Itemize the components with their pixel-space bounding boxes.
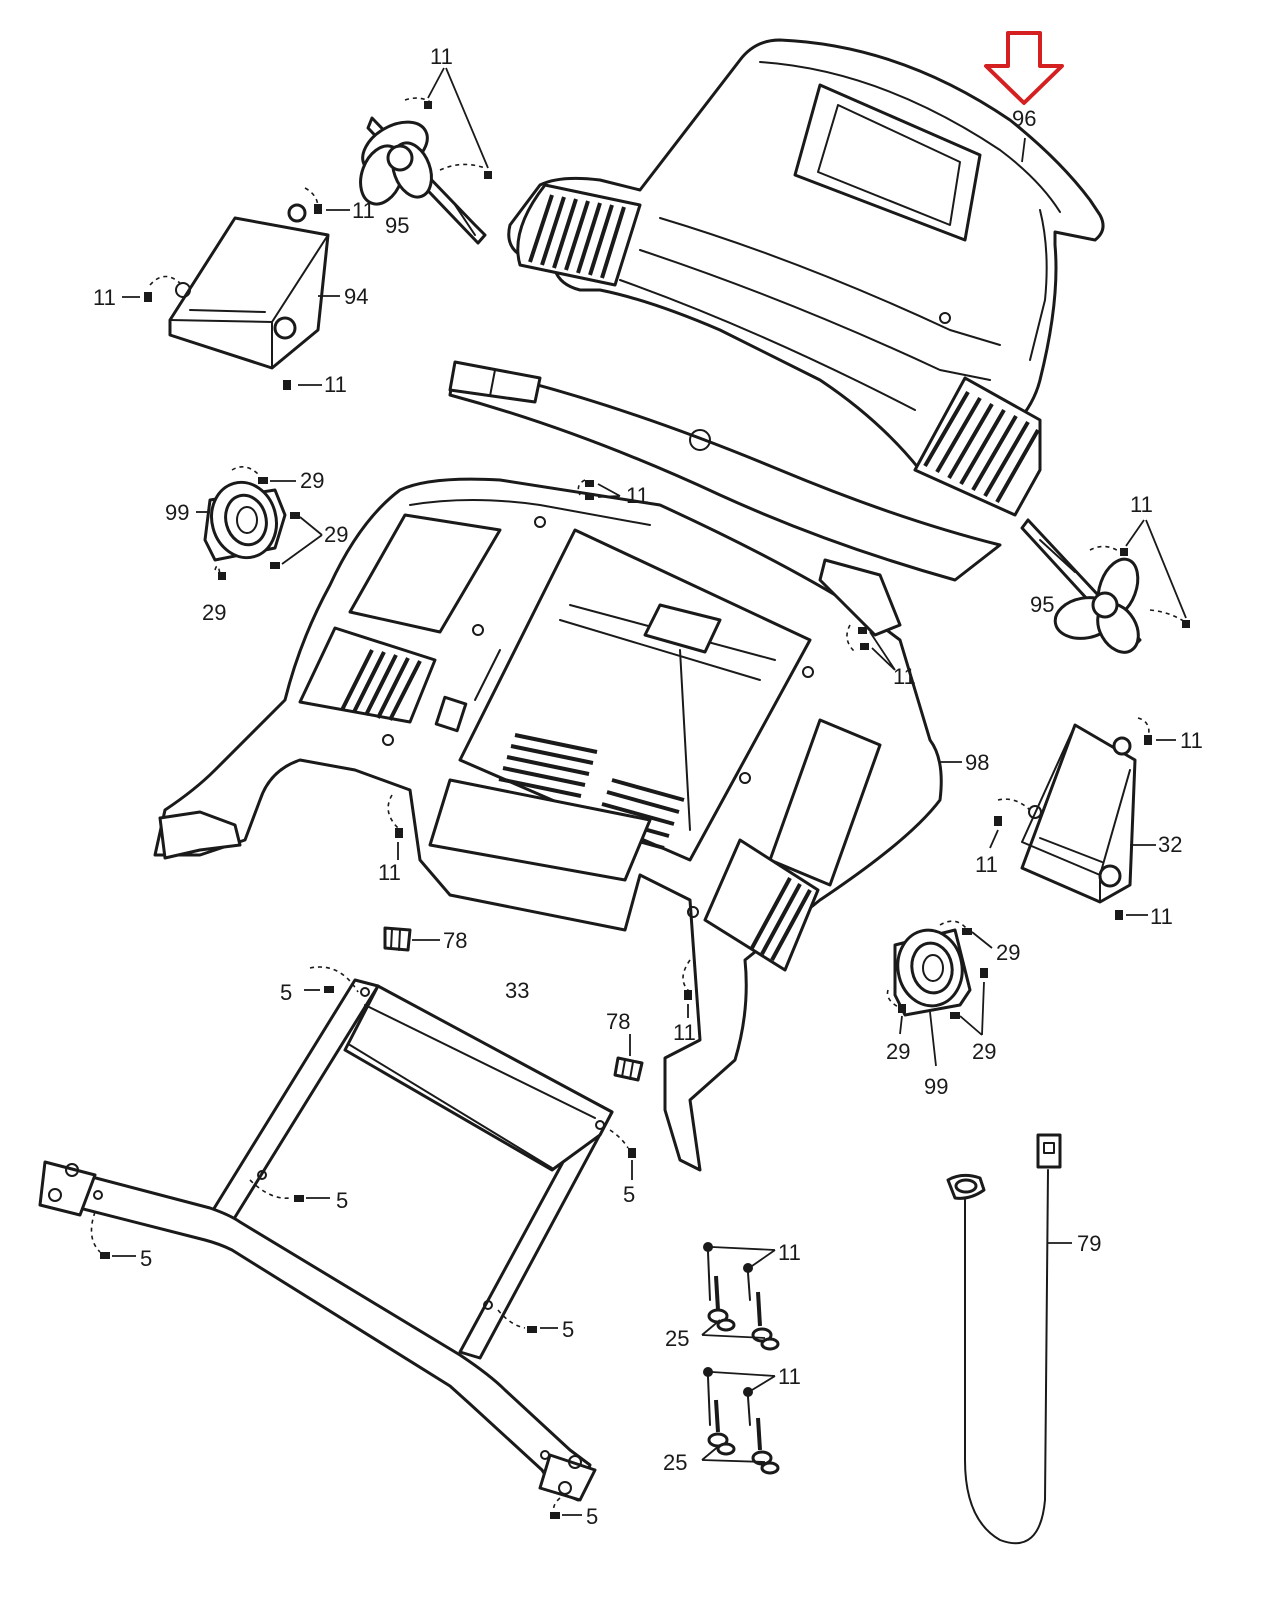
- screw-icon: [1182, 620, 1190, 628]
- frame-part-33: [38, 978, 614, 1502]
- callout-label: 78: [443, 928, 467, 953]
- callout-label: 11: [893, 664, 916, 689]
- screw-icon: [898, 1004, 906, 1013]
- callout-label: 32: [1158, 832, 1182, 857]
- callout-label: 94: [344, 284, 368, 309]
- callout-label: 99: [165, 500, 189, 525]
- callout-label: 11: [778, 1240, 801, 1265]
- fan-part-95-top: [359, 97, 487, 245]
- clip-part-78-right: [613, 1056, 644, 1082]
- callout-label: 5: [586, 1504, 598, 1529]
- callout-label: 11: [673, 1020, 696, 1045]
- screw-icon: [950, 1012, 960, 1019]
- callout-label: 11: [378, 860, 401, 885]
- screw-icon: [424, 101, 432, 109]
- speaker-part-99-right: [886, 920, 972, 1017]
- shroud-right-grille: [750, 877, 812, 961]
- callout-label: 29: [972, 1039, 996, 1064]
- clip-part-78-top: [383, 926, 412, 952]
- screw-icon: [1120, 548, 1128, 556]
- fan-part-95-right: [1020, 518, 1186, 654]
- callout-label: 33: [505, 978, 529, 1003]
- callout-label: 78: [606, 1009, 630, 1034]
- console-left-grille: [528, 194, 626, 279]
- callout-label: 11: [1150, 904, 1173, 929]
- console-part-96: [448, 38, 1105, 582]
- callout-label: 29: [324, 522, 348, 547]
- callout-label-highlighted: 96: [1012, 106, 1036, 131]
- tray-part-94: [149, 187, 330, 370]
- callout-label: 11: [975, 852, 998, 877]
- console-right-grille: [923, 390, 1040, 503]
- screw-icon: [484, 171, 492, 179]
- speaker-part-99-left: [203, 466, 287, 576]
- callout-label: 95: [1030, 592, 1054, 617]
- screw-icon: [962, 928, 972, 935]
- screw-icon: [585, 493, 594, 500]
- screw-icon: [585, 480, 594, 487]
- screw-icon: [860, 643, 869, 650]
- callout-label: 11: [1180, 728, 1203, 753]
- callout-label: 5: [623, 1182, 635, 1207]
- screw-icon: [1115, 910, 1123, 920]
- callout-label: 29: [300, 468, 324, 493]
- cable-part-79: [946, 1133, 1062, 1545]
- screw-icon: [324, 986, 334, 993]
- callout-label: 29: [886, 1039, 910, 1064]
- screw-icon: [100, 1252, 110, 1259]
- callout-label: 5: [280, 980, 292, 1005]
- screw-icon: [550, 1512, 560, 1519]
- callout-label: 11: [778, 1364, 801, 1389]
- callout-label: 25: [663, 1450, 687, 1475]
- tray-part-32: [997, 717, 1150, 904]
- down-arrow-icon: [984, 31, 1064, 105]
- screw-icon: [270, 562, 280, 569]
- screw-icon: [314, 204, 322, 214]
- screw-icon: [290, 512, 300, 519]
- shroud-part-98: [153, 477, 943, 1172]
- callout-label: 5: [140, 1246, 152, 1271]
- callout-label: 95: [385, 213, 409, 238]
- callout-label: 79: [1077, 1231, 1101, 1256]
- shroud-left-grille: [340, 649, 422, 721]
- screw-icon: [395, 828, 403, 838]
- screw-icon: [858, 627, 867, 634]
- screw-icon: [218, 572, 226, 580]
- bolt-group-bottom: [703, 1367, 780, 1475]
- callout-label: 98: [965, 750, 989, 775]
- screw-icon: [980, 968, 988, 978]
- screw-icon: [994, 816, 1002, 826]
- callout-label: 11: [430, 44, 453, 69]
- screw-icon: [258, 477, 268, 484]
- screw-icon: [283, 380, 291, 390]
- callout-label: 5: [562, 1317, 574, 1342]
- callout-label: 11: [93, 285, 116, 310]
- screw-icon: [527, 1326, 537, 1333]
- callout-label: 11: [324, 372, 347, 397]
- screw-icon: [628, 1148, 636, 1158]
- callout-label: 99: [924, 1074, 948, 1099]
- callout-label: 25: [665, 1326, 689, 1351]
- callout-label: 11: [352, 198, 375, 223]
- screw-icon: [144, 292, 152, 302]
- bolt-group-top: [703, 1242, 780, 1351]
- callout-label: 5: [336, 1188, 348, 1213]
- callout-label: 11: [626, 483, 649, 508]
- callout-label: 11: [1130, 492, 1153, 517]
- screw-icon: [294, 1195, 304, 1202]
- screw-icon: [1144, 735, 1152, 745]
- callout-label: 29: [202, 600, 226, 625]
- screw-icon: [684, 990, 692, 1000]
- shroud-center-vent-left: [498, 733, 598, 798]
- callout-label: 29: [996, 940, 1020, 965]
